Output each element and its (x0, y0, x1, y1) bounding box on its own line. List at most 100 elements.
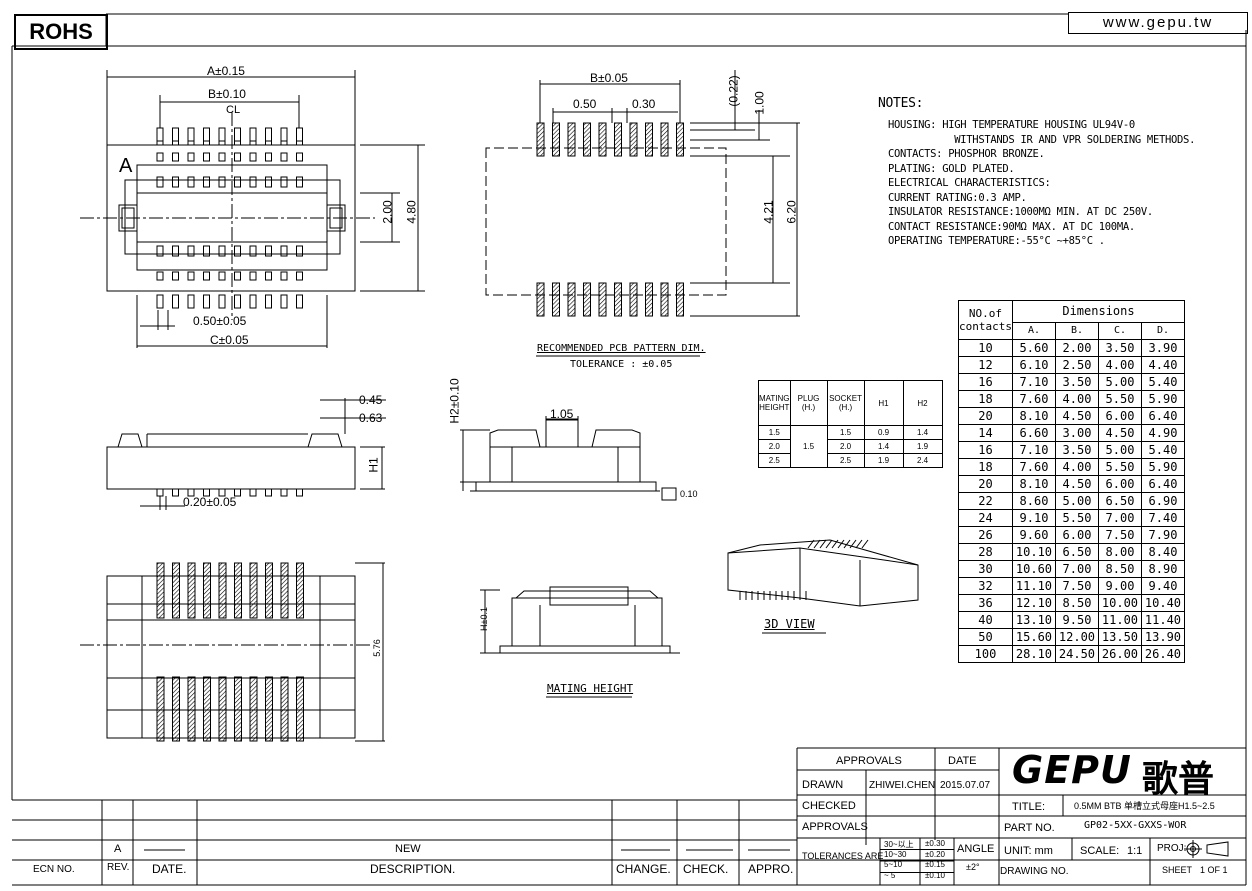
tb-checked: CHECKED (802, 800, 856, 812)
pad (567, 282, 576, 317)
mating-header: MATING HEIGHT (758, 380, 791, 426)
table-cell: 7.90 (1140, 526, 1185, 544)
table-cell: 8.00 (1097, 543, 1142, 561)
dim-h1: H1 (366, 457, 381, 473)
mating-header: SOCKET (H.) (826, 380, 865, 426)
table-cell: 2.00 (1054, 339, 1099, 357)
table-cell: 5.90 (1140, 458, 1185, 476)
rev-header: REV. (107, 862, 130, 873)
table-cell: 0.9 (863, 425, 904, 440)
pin (172, 294, 179, 309)
pin (156, 176, 164, 188)
note-line: ELECTRICAL CHARACTERISTICS: (888, 177, 1051, 189)
pin (280, 127, 288, 142)
table-cell: 8.10 (1011, 407, 1056, 425)
pin (234, 294, 241, 309)
pad (598, 122, 607, 157)
pin (187, 176, 195, 188)
table-cell: 18 (958, 390, 1013, 408)
tb-approvals: APPROVALS (836, 755, 902, 767)
side-pin (249, 488, 257, 497)
pin (218, 127, 226, 142)
pin (234, 245, 241, 257)
table-cell: 10.00 (1097, 594, 1142, 612)
table-cell: 11.40 (1140, 611, 1185, 629)
bottom-outline (106, 575, 356, 739)
pin (234, 271, 241, 281)
website-label: www.gepu.tw (1068, 12, 1248, 34)
pin (280, 152, 288, 162)
pin (203, 127, 210, 142)
rev-header: DATE. (152, 862, 187, 876)
bottom-contact (172, 562, 180, 619)
table-cell: 32 (958, 577, 1013, 595)
table-cell: 4.00 (1054, 390, 1099, 408)
table-cell: 4.50 (1054, 407, 1099, 425)
pad (567, 122, 576, 157)
table-cell: 10 (958, 339, 1013, 357)
table-cell: 14 (958, 424, 1013, 442)
tolerance-cell: ±0.20 (925, 849, 945, 859)
proj-symbol (1206, 841, 1229, 857)
side-pin (172, 488, 179, 497)
pin (203, 176, 210, 188)
table-cell: 10.40 (1140, 594, 1185, 612)
bottom-contact (203, 562, 211, 619)
pad (614, 282, 622, 317)
table-cell: 3.50 (1097, 339, 1142, 357)
side-pin (203, 488, 210, 497)
pin (172, 127, 179, 142)
pin (265, 127, 272, 142)
dims-col-header: A. (1011, 321, 1056, 341)
bottom-contact (203, 676, 211, 742)
table-cell: 18 (958, 458, 1013, 476)
view3d-pin (837, 539, 845, 549)
flatness-value: 0.10 (680, 489, 698, 499)
pin (296, 127, 303, 142)
dim-063: 0.63 (359, 411, 383, 425)
rev-header: CHANGE. (616, 862, 671, 876)
pin (249, 176, 257, 188)
dim-pitch: 0.50±0.05 (193, 314, 247, 328)
view3d-pin (825, 539, 833, 549)
contacts-header: NO.of contacts (958, 300, 1013, 340)
view3d-pin (831, 539, 839, 549)
pin (187, 245, 195, 257)
table-cell: 6.00 (1097, 407, 1142, 425)
table-cell: 3.50 (1054, 441, 1099, 459)
table-cell: 8.90 (1140, 560, 1185, 578)
table-cell: 8.60 (1011, 492, 1056, 510)
dims-col-header: D. (1140, 321, 1185, 341)
pad (614, 122, 622, 157)
pcb-outline (485, 147, 727, 296)
table-cell: 16 (958, 373, 1013, 391)
table-cell: 12.10 (1011, 594, 1056, 612)
view3d-pin (813, 539, 821, 549)
table-cell: 8.10 (1011, 475, 1056, 493)
bottom-contact (187, 562, 196, 619)
bottom-contact (280, 676, 289, 742)
pin (234, 127, 241, 142)
table-cell: 5.40 (1140, 441, 1185, 459)
front-base (475, 481, 657, 492)
table-cell: 1.9 (863, 453, 904, 468)
front-center (545, 419, 579, 448)
pcb-dim-b: B±0.05 (590, 71, 628, 85)
table-cell: 7.10 (1011, 441, 1056, 459)
tb-sheet-val: 1 OF 1 (1200, 865, 1228, 875)
dims-col-header: B. (1054, 321, 1099, 341)
side-body (106, 446, 356, 490)
pin (172, 271, 179, 281)
pcb-dim-421: 4.21 (761, 200, 776, 224)
pin (156, 294, 164, 309)
